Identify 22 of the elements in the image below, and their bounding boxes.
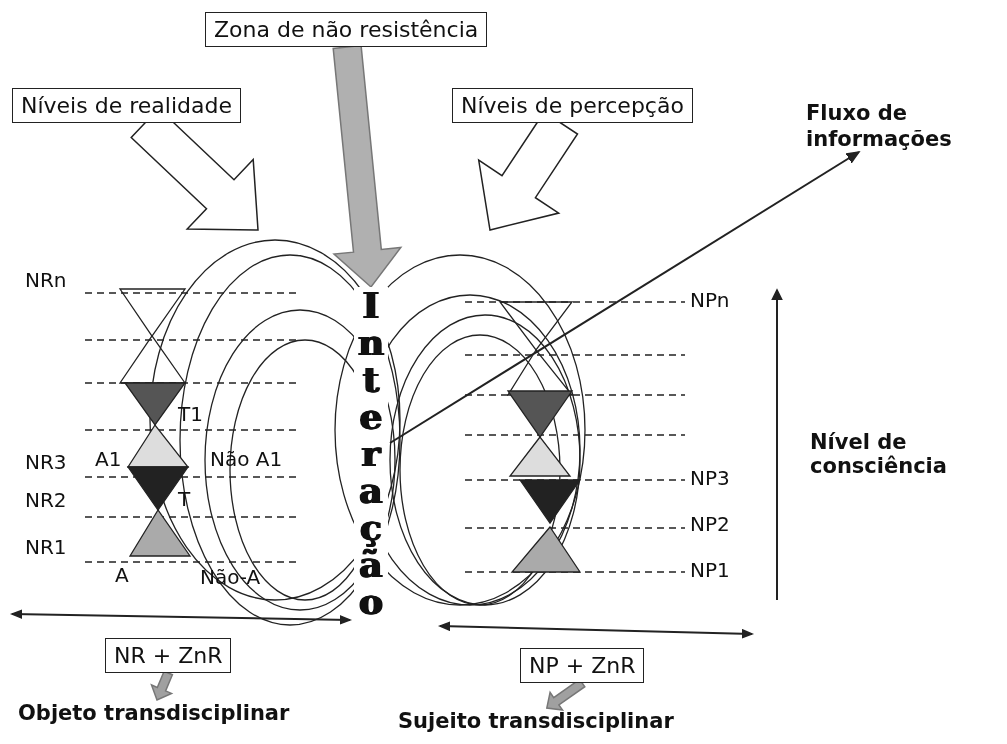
point-label: A1: [95, 447, 122, 471]
level-label: NP3: [690, 466, 730, 490]
arrow: [150, 670, 174, 701]
level-label: NR1: [25, 535, 67, 559]
axis-label: Nível de consciência: [810, 430, 948, 478]
level-label: NRn: [25, 268, 67, 292]
level-label: NPn: [690, 288, 730, 312]
point-label: A: [115, 563, 129, 587]
level-label: NP2: [690, 512, 730, 536]
level-box: Níveis de realidade: [12, 88, 241, 123]
zone-box: Zona de não resistência: [205, 12, 488, 47]
formula-box: NR + ZnR: [105, 638, 232, 673]
level-box: Níveis de percepção: [452, 88, 693, 123]
arrow: [389, 151, 860, 444]
formula-box: NP + ZnR: [520, 648, 645, 683]
level-label: NR3: [25, 450, 67, 474]
result-label: Objeto transdisciplinar: [18, 700, 290, 726]
level-label: NR2: [25, 488, 67, 512]
arrow: [332, 44, 403, 289]
flow-label: Fluxo de informações: [806, 100, 996, 152]
result-label: Sujeito transdisciplinar: [398, 708, 674, 734]
level-label: NP1: [690, 558, 730, 582]
